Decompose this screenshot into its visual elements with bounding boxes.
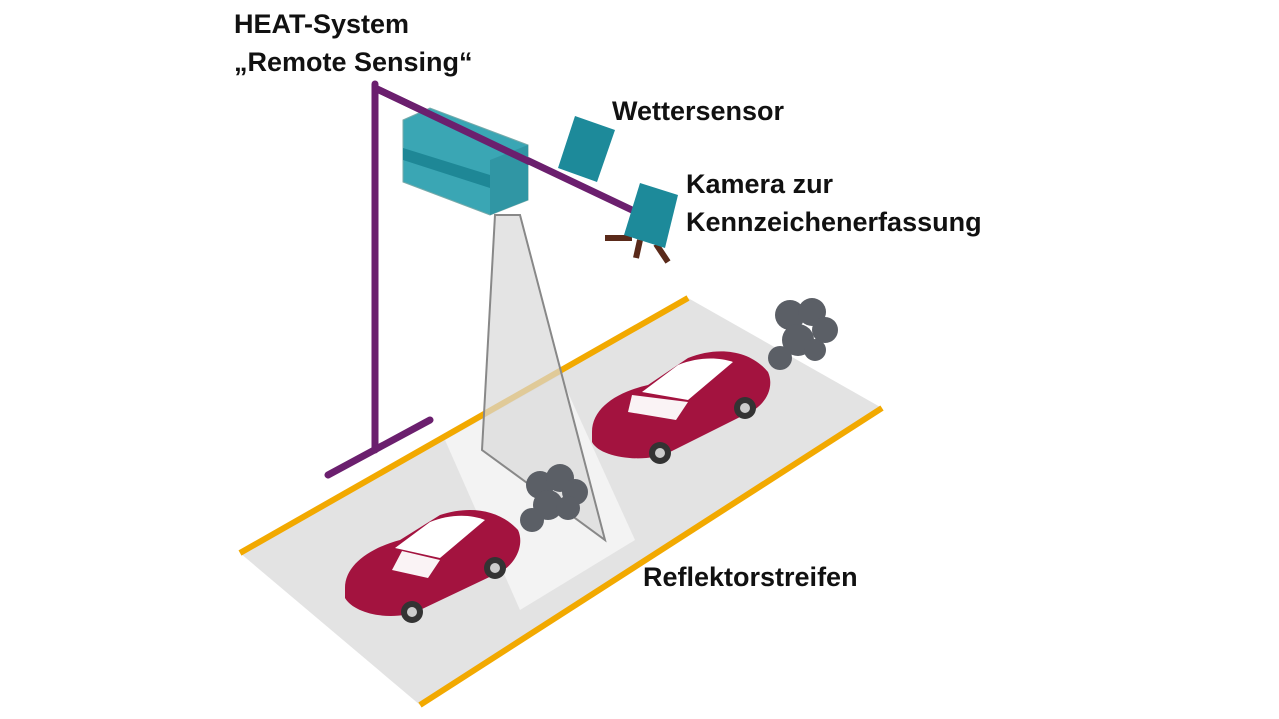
reflector-label: Reflektorstreifen xyxy=(643,562,858,592)
camera-label-line2: Kennzeichenerfassung xyxy=(686,207,982,237)
road-edge-bottom xyxy=(418,405,884,708)
car-front xyxy=(345,510,521,623)
sensing-beam xyxy=(480,214,607,543)
exhaust-smoke-1 xyxy=(520,464,588,532)
road-edge-top xyxy=(238,295,690,556)
exhaust-smoke-2 xyxy=(768,298,838,370)
heat-sensor-box xyxy=(402,107,529,216)
camera-icon xyxy=(605,183,678,264)
system-title: HEAT-System xyxy=(234,9,410,39)
weather-sensor-icon xyxy=(558,116,615,182)
system-subtitle: „Remote Sensing“ xyxy=(234,47,473,77)
car-rear xyxy=(592,351,771,464)
camera-label-line1: Kamera zur xyxy=(686,169,834,199)
weather-sensor-label: Wettersensor xyxy=(612,96,785,126)
